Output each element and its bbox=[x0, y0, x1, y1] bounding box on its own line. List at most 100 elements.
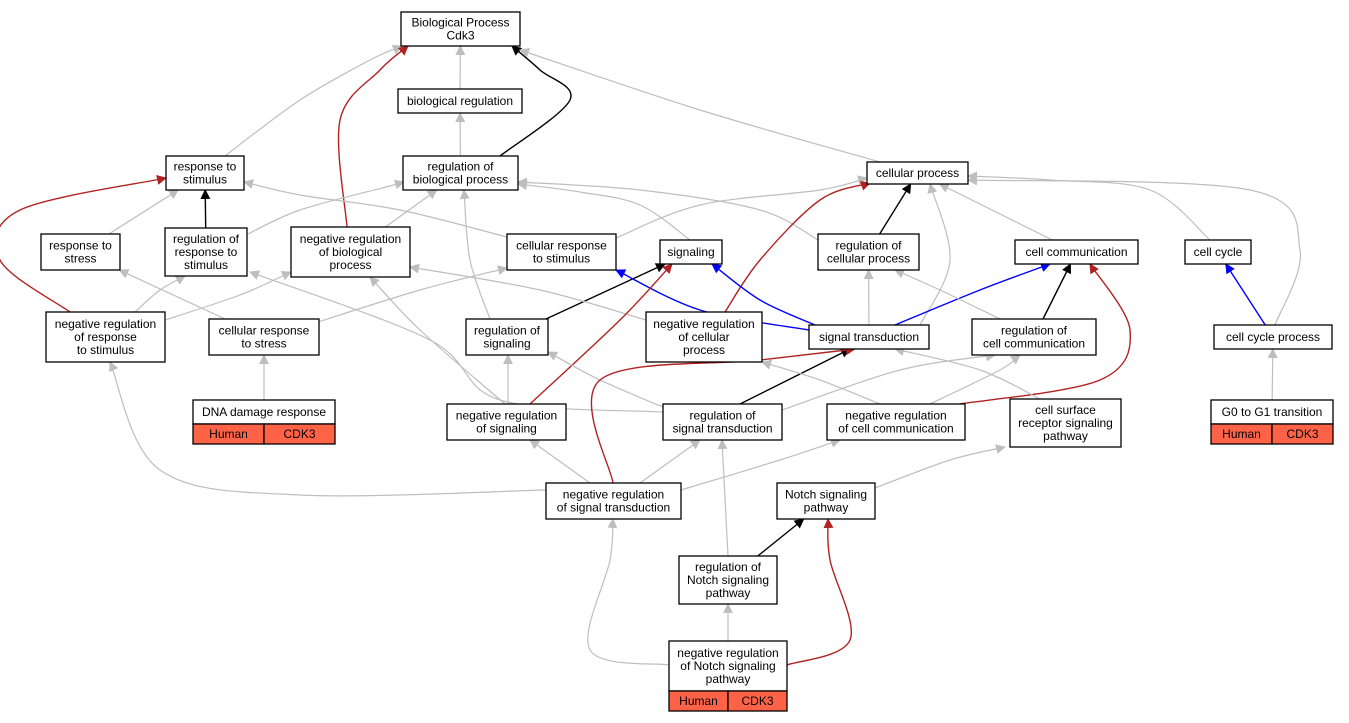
annotation-cell bbox=[727, 690, 788, 712]
node-label-line: cell surface bbox=[1035, 403, 1096, 417]
node-label-line: cell cycle bbox=[1194, 245, 1243, 259]
node-label-line: negative regulation bbox=[456, 409, 557, 423]
annotation-gene: CDK3 bbox=[283, 427, 315, 441]
node-label-line: regulation of bbox=[695, 560, 762, 574]
annotation-species: Human bbox=[209, 427, 248, 441]
node-label-line: pathway bbox=[706, 672, 751, 686]
annotation-species: Human bbox=[679, 694, 718, 708]
node-box bbox=[164, 227, 248, 277]
edge-part_of-regnotch-to-notch bbox=[757, 518, 805, 557]
node-label-line: negative regulation bbox=[300, 232, 401, 246]
edge-is_a-cellproc-to-bp bbox=[519, 48, 881, 163]
node-label-line: regulation of bbox=[173, 232, 240, 246]
node-box bbox=[971, 318, 1097, 356]
edges-layer bbox=[0, 45, 1302, 666]
node-label-line: Biological Process bbox=[411, 16, 509, 30]
node-box bbox=[446, 403, 567, 441]
node-box bbox=[645, 311, 763, 363]
edge-is_a-negst-to-negcomm bbox=[680, 438, 841, 491]
edge-neg_regulates-negresp-to-resp bbox=[0, 175, 167, 313]
edge-is_a-rstress-to-resp bbox=[108, 189, 180, 235]
edge-is_a-ccproc-to-cellproc bbox=[967, 175, 1302, 326]
edge-regulates-sigtrans-to-cellresp bbox=[615, 269, 810, 331]
annotation-cell bbox=[1271, 423, 1334, 445]
node-box bbox=[397, 88, 523, 114]
go-term-node-sigtrans[interactable]: signal transduction bbox=[808, 324, 930, 350]
node-label-line: regulation of bbox=[427, 160, 494, 174]
node-label-line: of signaling bbox=[476, 422, 537, 436]
node-box bbox=[545, 482, 682, 520]
node-label-line: negative regulation bbox=[563, 488, 664, 502]
node-label-line: Notch signaling bbox=[687, 573, 769, 587]
node-label-line: regulation of bbox=[689, 409, 756, 423]
node-label-line: of cell communication bbox=[838, 422, 953, 436]
node-box bbox=[1210, 399, 1334, 425]
node-label-line: process bbox=[683, 343, 725, 357]
edge-is_a-cellcycle-to-cellproc bbox=[967, 171, 1211, 241]
node-label-line: pathway bbox=[1043, 429, 1088, 443]
edge-is_a-negcomm-to-regcomm bbox=[929, 354, 1021, 405]
node-label-line: to stimulus bbox=[533, 252, 590, 266]
node-label-line: pathway bbox=[804, 501, 849, 515]
edge-is_a-regcell-to-regbp bbox=[517, 177, 819, 241]
edge-is_a-cellrstress-to-cellresp bbox=[317, 265, 508, 323]
edge-is_a-cellresp-to-cellproc bbox=[615, 175, 868, 239]
node-label-line: stress bbox=[64, 252, 96, 266]
go-term-node-cellcomm[interactable]: cell communication bbox=[1014, 239, 1139, 265]
edge-neg_regulates-negsig-to-signaling bbox=[529, 263, 673, 405]
edge-regulates-ccproc-to-cellcycle bbox=[1225, 263, 1266, 326]
edge-is_a-resp-to-bp bbox=[224, 45, 403, 157]
edge-neg_regulates-negcomm-to-cellcomm bbox=[959, 263, 1132, 405]
node-label-line: of response bbox=[74, 330, 137, 344]
node-label-line: cell communication bbox=[1025, 245, 1127, 259]
go-term-node-ccproc[interactable]: cell cycle process bbox=[1213, 324, 1333, 350]
node-box bbox=[40, 233, 121, 271]
node-box bbox=[208, 318, 320, 356]
go-term-node-signaling[interactable]: signaling bbox=[659, 239, 723, 265]
edge-neg_regulates-negnotch-to-notch bbox=[786, 518, 852, 666]
node-label-line: stimulus bbox=[184, 258, 228, 272]
node-box bbox=[1014, 239, 1139, 265]
node-label-line: cellular process bbox=[827, 252, 910, 266]
node-box bbox=[506, 233, 617, 271]
edge-is_a-negst-to-negsig bbox=[529, 439, 591, 484]
edge-is_a-g0g1-to-ccproc bbox=[1267, 348, 1278, 401]
edge-part_of-regcomm-to-cellcomm bbox=[1042, 263, 1072, 320]
go-term-node-breg[interactable]: biological regulation bbox=[397, 88, 523, 114]
edge-neg_regulates-negcell-to-cellproc bbox=[724, 181, 871, 313]
go-term-node-cellproc[interactable]: cellular process bbox=[866, 161, 969, 185]
go-term-node-cellcycle[interactable]: cell cycle bbox=[1184, 239, 1252, 265]
node-label-line: regulation of bbox=[1001, 324, 1068, 338]
edge-is_a-notch-to-surface bbox=[874, 444, 1006, 489]
node-box bbox=[400, 11, 521, 47]
annotation-species: Human bbox=[1222, 427, 1261, 441]
edge-regulates-sigtrans-to-cellcomm bbox=[894, 262, 1051, 326]
node-label-line: cellular response bbox=[516, 239, 607, 253]
node-box bbox=[659, 239, 723, 265]
node-box bbox=[290, 226, 411, 278]
